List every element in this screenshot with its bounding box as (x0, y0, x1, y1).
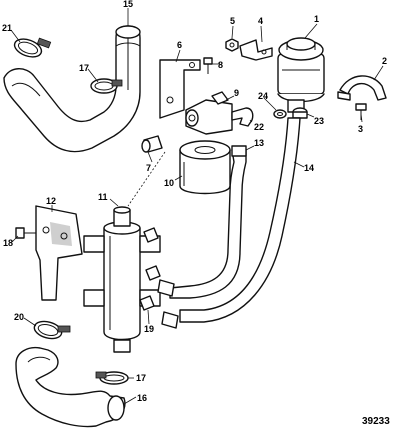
callout-12: 12 (46, 196, 56, 206)
filter-adapter-9 (185, 91, 233, 135)
bracket-12 (35, 205, 83, 301)
fitting-23 (292, 107, 308, 119)
lower-hose (15, 346, 126, 428)
callout-11: 11 (98, 192, 108, 202)
fitting-19 (139, 227, 179, 329)
callout-17-lower: 17 (136, 373, 146, 383)
callout-23: 23 (314, 116, 324, 126)
strap-2 (337, 75, 387, 101)
callout-4: 4 (258, 16, 263, 26)
clamp-17-upper (90, 78, 123, 94)
clamp-21 (13, 37, 52, 58)
callout-15: 15 (123, 0, 133, 9)
screw-3 (355, 103, 367, 120)
callout-9: 9 (234, 88, 239, 98)
callout-7: 7 (146, 163, 151, 173)
callout-1: 1 (314, 14, 319, 24)
callout-22: 22 (254, 122, 264, 132)
callout-20: 20 (14, 312, 24, 322)
callout-labels: 1 2 3 4 5 6 7 8 9 10 11 12 13 14 15 16 1… (2, 0, 387, 403)
clamp-17-lower (95, 371, 129, 385)
bracket-4 (239, 39, 273, 61)
callout-16: 16 (137, 393, 147, 403)
nut-5 (225, 38, 239, 52)
washer-24 (273, 109, 287, 119)
callout-13: 13 (254, 138, 264, 148)
callout-3: 3 (358, 124, 363, 134)
fitting-7 (141, 135, 163, 153)
callout-5: 5 (230, 16, 235, 26)
callout-21: 21 (2, 23, 12, 33)
hose-14 (179, 117, 301, 323)
screw-8 (203, 57, 213, 74)
callout-2: 2 (382, 56, 387, 66)
leader-lines (10, 8, 384, 405)
hose-13 (169, 145, 247, 299)
callout-10: 10 (164, 178, 174, 188)
callout-19: 19 (144, 324, 154, 334)
clamp-20 (33, 320, 71, 340)
filter-10 (179, 140, 231, 195)
callout-6: 6 (177, 40, 182, 50)
drawing-number: 39233 (362, 416, 390, 427)
callout-8: 8 (218, 60, 223, 70)
callout-24: 24 (258, 91, 268, 101)
callout-18: 18 (3, 238, 13, 248)
fitting-22 (231, 107, 254, 127)
screw-18 (15, 227, 36, 239)
callout-17-upper: 17 (79, 63, 89, 73)
reservoir-1 (277, 37, 325, 113)
bracket-6 (159, 59, 201, 119)
assembly-line (127, 151, 166, 207)
callout-14: 14 (304, 163, 314, 173)
